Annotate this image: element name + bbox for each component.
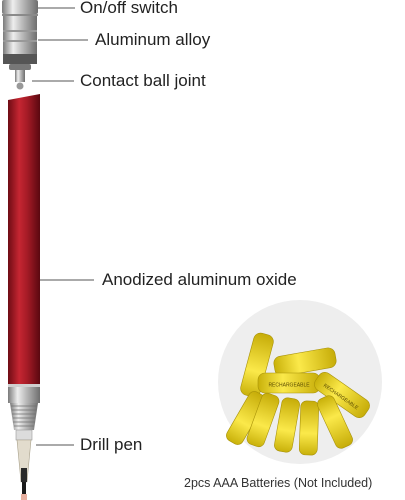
battery-marking: RECHARGEABLE xyxy=(268,383,310,389)
drill-pen-label: Drill pen xyxy=(80,435,143,454)
pen-tip-illustration xyxy=(8,387,40,500)
pen-body-illustration xyxy=(8,94,40,387)
battery-illustration: RECHARGEABLE RECHARGEABLE xyxy=(218,300,382,464)
pen-cap-illustration xyxy=(2,0,38,90)
contact-ball-joint-label: Contact ball joint xyxy=(80,71,206,90)
batteries-caption: 2pcs AAA Batteries (Not Included) xyxy=(184,476,373,490)
aluminum-alloy-label: Aluminum alloy xyxy=(95,30,211,49)
on-off-switch-label: On/off switch xyxy=(80,0,178,17)
anodized-aluminum-oxide-label: Anodized aluminum oxide xyxy=(102,270,297,289)
